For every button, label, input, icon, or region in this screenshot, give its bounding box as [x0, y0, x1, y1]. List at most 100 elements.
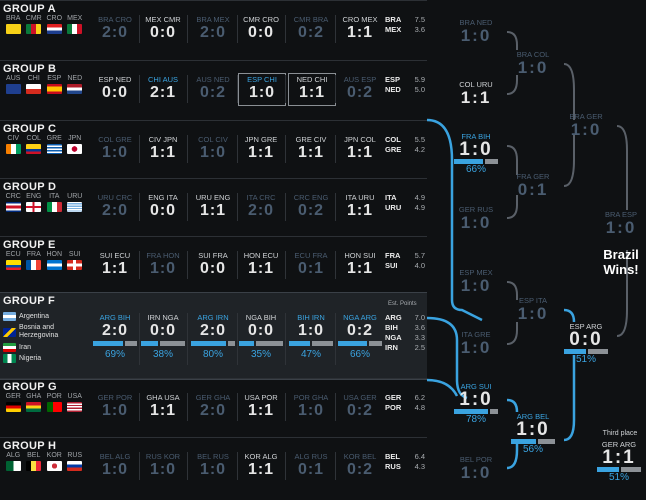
team-civ[interactable]: CIV	[3, 135, 24, 154]
team-ecu[interactable]: ECU	[3, 251, 24, 270]
team-usa[interactable]: USA	[65, 393, 86, 412]
team-cro[interactable]: CRO	[44, 15, 65, 34]
team-gre[interactable]: GRE	[44, 135, 65, 154]
team-sui[interactable]: SUI	[65, 251, 86, 270]
team-gha[interactable]: GHA	[24, 393, 45, 412]
team-col[interactable]: COL	[24, 135, 45, 154]
team-aus[interactable]: AUS	[3, 75, 24, 94]
team-alg[interactable]: ALG	[3, 452, 24, 471]
team-esp[interactable]: ESP	[44, 75, 65, 94]
team-uru[interactable]: URU	[65, 193, 86, 212]
team-cmr[interactable]: CMR	[24, 15, 45, 34]
team-rus[interactable]: RUS	[65, 452, 86, 471]
team-fra[interactable]: FRA	[24, 251, 45, 270]
team-chi[interactable]: CHI	[24, 75, 45, 94]
team-ger[interactable]: GER	[3, 393, 24, 412]
team-ita[interactable]: ITA	[44, 193, 65, 212]
team-ned[interactable]: NED	[65, 75, 86, 94]
team-por[interactable]: POR	[44, 393, 65, 412]
team-eng[interactable]: ENG	[24, 193, 45, 212]
team-kor[interactable]: KOR	[44, 452, 65, 471]
team-jpn[interactable]: JPN	[65, 135, 86, 154]
team-hon[interactable]: HON	[44, 251, 65, 270]
team-bel[interactable]: BEL	[24, 452, 45, 471]
team-crc[interactable]: CRC	[3, 193, 24, 212]
team-bra[interactable]: BRA	[3, 15, 24, 34]
team-mex[interactable]: MEX	[65, 15, 86, 34]
